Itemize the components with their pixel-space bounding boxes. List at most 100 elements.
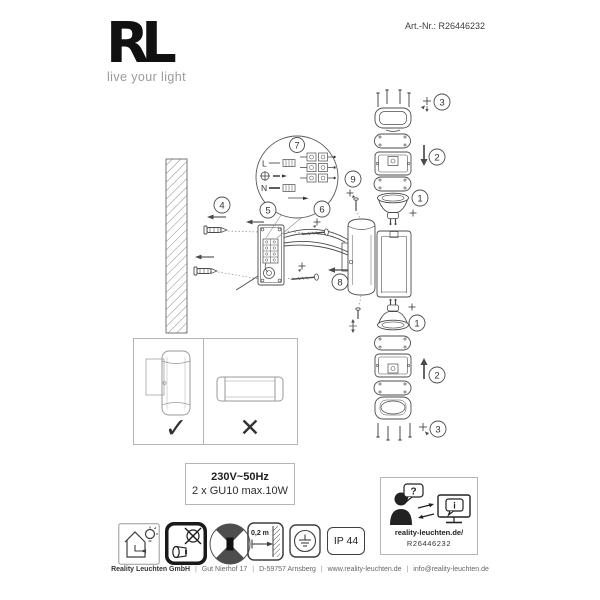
phillips-screwdriver-icon — [408, 303, 416, 311]
step-marker-7: 7 — [289, 137, 305, 153]
wall-hatched — [165, 158, 188, 334]
step-marker-2-bottom: 2 — [428, 366, 446, 384]
phillips-screwdriver-icon — [346, 189, 355, 198]
correct-checkmark: ✓ — [165, 413, 188, 443]
wire-label-neutral: N — [261, 183, 267, 193]
gasket — [373, 176, 412, 192]
gasket — [374, 335, 411, 351]
wire-label-live: L — [262, 159, 267, 169]
footer-separator: | — [320, 566, 323, 573]
fixture-body-cylinder — [341, 218, 376, 296]
phillips-screwdriver-icon — [421, 97, 431, 112]
gasket — [373, 380, 412, 396]
footer-address: Gut Nierhof 17 — [201, 566, 248, 573]
step-number: 4 — [219, 201, 224, 212]
step-number: 6 — [319, 205, 324, 216]
up-down-light-icon — [209, 523, 251, 565]
lamp-housing-bottom — [374, 353, 412, 378]
wrong-cross-mark: ✕ — [240, 414, 261, 442]
gu10-bulb-bottom — [377, 299, 409, 331]
help-box: ? i reality-leuchten.de/ R26446232 — [380, 477, 478, 555]
orientation-correct-cell: ✓ — [145, 350, 191, 443]
footer: Reality Leuchten GmbH | Gut Nierhof 17 |… — [0, 566, 600, 573]
locking-screw-bottom — [349, 295, 362, 333]
end-cap-top — [374, 107, 412, 132]
protection-class-earth-icon — [289, 524, 321, 558]
step-number: 1 — [414, 319, 419, 330]
step-number: 7 — [294, 140, 299, 151]
brand-logo: RL — [106, 11, 177, 76]
step-number: 3 — [439, 98, 444, 109]
locking-screw-top — [346, 189, 361, 219]
wall-distance-icon: 0,2 m — [247, 522, 284, 561]
step-number: 8 — [337, 278, 342, 289]
lamp-housing-top — [374, 151, 412, 176]
step-number: 3 — [435, 425, 440, 436]
voltage-spec: 230V~50Hz — [211, 471, 269, 483]
step-marker-5: 5 — [246, 201, 277, 225]
fixture-tube — [376, 230, 412, 298]
cap-screws — [376, 89, 411, 107]
phillips-screwdriver-icon — [409, 209, 417, 217]
step-number: 9 — [350, 175, 355, 186]
footer-separator: | — [406, 566, 409, 573]
orientation-panel — [133, 338, 298, 445]
phillips-screwdriver-icon — [419, 423, 429, 436]
step-marker-8: 8 — [331, 273, 349, 291]
insert-arrow-down — [420, 145, 428, 166]
push-arrow-left — [328, 267, 349, 273]
footer-website: www.reality-leuchten.de — [327, 566, 402, 573]
mounting-plate — [257, 224, 285, 286]
monitor-icon: i — [437, 494, 471, 524]
step-marker-6: 6 — [313, 200, 331, 218]
footer-city: D-59757 Arnsberg — [259, 566, 316, 573]
top-lamp-stack — [373, 89, 428, 225]
footer-company: Reality Leuchten GmbH — [111, 566, 191, 573]
step-number: 2 — [434, 153, 439, 164]
end-cap-bottom — [374, 396, 412, 420]
distance-label: 0,2 m — [251, 530, 269, 537]
exchange-arrows-icon — [417, 503, 435, 519]
support-illustration: ? i — [390, 483, 471, 525]
step-marker-3-top: 3 — [433, 93, 451, 111]
wiring-callout: 7 L N — [255, 135, 339, 239]
footer-separator: | — [252, 566, 255, 573]
step-marker-2-top: 2 — [428, 148, 446, 166]
adjust-arrows-icon — [349, 319, 357, 333]
step-number: 1 — [417, 194, 422, 205]
ip-rating-label: IP 44 — [333, 535, 359, 547]
reflector-lamp-only-icon — [165, 522, 207, 565]
step-marker-9: 9 — [344, 170, 362, 188]
info-mark: i — [453, 501, 456, 511]
earth-symbol-icon — [260, 171, 270, 181]
ip-rating-badge: IP 44 — [327, 527, 365, 555]
installation-diagram: 7 L N — [165, 89, 451, 441]
step-marker-3-bottom: 3 — [429, 420, 447, 438]
question-mark: ? — [410, 487, 416, 498]
help-article-number: R26446232 — [406, 539, 452, 548]
gasket — [374, 133, 411, 149]
step-marker-1-bottom: 1 — [408, 314, 426, 332]
phillips-screwdriver-icon — [298, 262, 306, 272]
step-number: 5 — [265, 206, 270, 217]
step-marker-4: 4 — [213, 196, 231, 214]
step-number: 2 — [434, 371, 439, 382]
insert-arrow-up — [420, 358, 428, 379]
lamp-spec: 2 x GU10 max.10W — [192, 485, 288, 497]
footer-separator: | — [195, 566, 197, 573]
step-marker-1-top: 1 — [411, 189, 429, 207]
orientation-wrong-cell: ✕ — [216, 376, 284, 442]
article-number: Art.-Nr.: R26446232 — [405, 21, 486, 31]
panel-divider — [203, 338, 204, 445]
terminal-block — [300, 152, 336, 183]
outdoor-use-icon — [118, 523, 160, 565]
gu10-bulb-top — [377, 192, 409, 225]
fixing-screw — [300, 228, 329, 236]
wall-plug-bottom — [193, 254, 260, 280]
spec-box: 230V~50Hz 2 x GU10 max.10W — [185, 463, 295, 505]
brand-tagline: live your light — [107, 70, 186, 84]
phillips-screwdriver-icon — [313, 218, 321, 228]
cap-screws — [376, 423, 412, 441]
help-website: reality-leuchten.de/ — [394, 528, 464, 537]
